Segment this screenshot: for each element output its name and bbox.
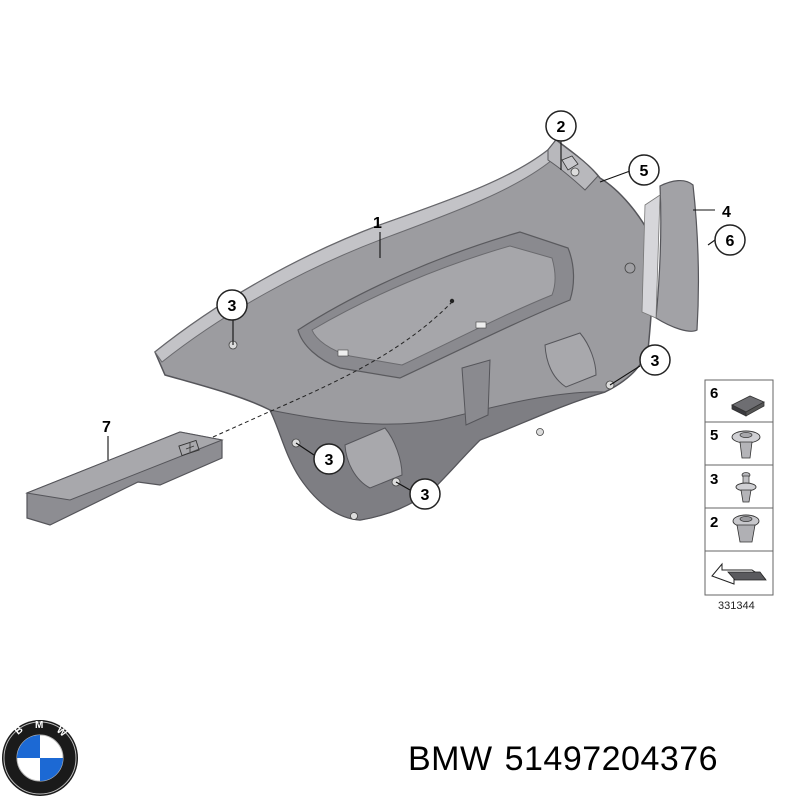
svg-text:5: 5 — [640, 163, 649, 180]
callout-2: 2 — [545, 110, 577, 142]
push-clip-icon — [735, 472, 757, 503]
callout-3-lower-left: 3 — [313, 443, 345, 475]
legend-number-5: 5 — [710, 427, 718, 444]
callout-leaders — [107, 140, 716, 491]
brand-name: BMW — [408, 740, 493, 778]
callout-7: 7 — [102, 419, 111, 436]
parts-legend: 6 5 3 2 331344 — [704, 379, 774, 612]
svg-text:6: 6 — [726, 233, 735, 250]
legend-number-3: 3 — [710, 471, 718, 488]
clip-nut-icon — [732, 514, 760, 543]
clip-small-icon — [561, 155, 579, 171]
dashed-leader-line — [212, 301, 453, 438]
callout-6: 6 — [714, 224, 746, 256]
callout-3-right: 3 — [639, 344, 671, 376]
svg-text:3: 3 — [325, 452, 334, 469]
tool-arrow-icon — [711, 562, 767, 585]
legend-number-2: 2 — [710, 514, 718, 531]
side-trim-piece — [641, 180, 700, 332]
floor-mat — [25, 431, 224, 526]
bmw-roundel-icon: B M W — [2, 720, 78, 796]
callout-5: 5 — [628, 154, 660, 186]
callout-4: 4 — [722, 204, 731, 221]
expanding-rivet-icon — [731, 430, 761, 459]
svg-text:3: 3 — [421, 487, 430, 504]
svg-text:2: 2 — [557, 119, 566, 136]
callout-1: 1 — [373, 215, 382, 232]
mat-symbol-icon — [178, 439, 200, 457]
svg-text:3: 3 — [651, 353, 660, 370]
foam-pad-icon — [731, 395, 765, 417]
part-number: 51497204376 — [504, 740, 719, 778]
svg-text:3: 3 — [228, 298, 237, 315]
part-caption: BMW 51497204376 — [408, 740, 730, 779]
roundel-letter-m: M — [35, 720, 43, 731]
reference-number: 331344 — [718, 600, 755, 612]
callout-3-left: 3 — [216, 289, 248, 321]
trunk-lid-trim-panel — [154, 138, 654, 521]
legend-number-6: 6 — [710, 385, 718, 402]
callout-3-lower-mid: 3 — [409, 478, 441, 510]
